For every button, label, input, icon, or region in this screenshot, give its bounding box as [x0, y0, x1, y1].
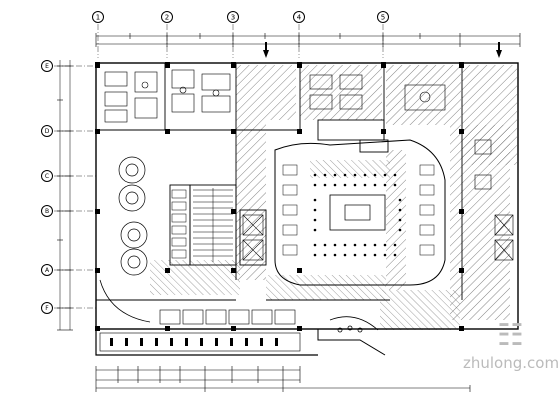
vip-furniture	[309, 74, 492, 190]
grid-label: 2	[165, 14, 169, 22]
row-grid-left: E D C B A F	[41, 60, 53, 314]
grid-bubble: F	[41, 302, 53, 314]
lounge-furniture	[104, 69, 231, 123]
grid-bubble: 1	[92, 11, 104, 23]
ballroom	[274, 139, 446, 286]
grid-label: B	[45, 208, 49, 215]
grid-bubble: 2	[161, 11, 173, 23]
column-grid-top: 1 2 3 4 5	[92, 11, 389, 23]
grid-bubble: D	[41, 125, 53, 137]
grid-bubble: A	[41, 264, 53, 276]
grid-bubble: E	[41, 60, 53, 72]
grid-label: F	[45, 305, 49, 312]
grid-label: 4	[297, 14, 302, 22]
grid-bubble: B	[41, 205, 53, 217]
grid-label: E	[45, 63, 49, 70]
grid-label: C	[45, 173, 49, 180]
grid-label: A	[45, 267, 50, 274]
booth-seating	[171, 189, 187, 259]
grid-label: 3	[231, 14, 235, 22]
structural-columns	[95, 62, 464, 331]
grid-bubble: 4	[293, 11, 305, 23]
staircase	[193, 188, 233, 262]
elevator-shafts	[242, 214, 514, 261]
outer-walls	[95, 62, 519, 356]
grid-label: 5	[381, 14, 385, 22]
grid-label: D	[45, 128, 50, 135]
grid-label: 1	[96, 14, 100, 22]
grid-bubble: C	[41, 170, 53, 182]
interior-walls	[96, 63, 463, 301]
entrance-arrows	[263, 42, 502, 58]
lobby-curve	[99, 279, 379, 333]
bench-seats	[110, 338, 278, 346]
hatched-zones	[150, 65, 517, 330]
grid-bubble: 5	[377, 11, 389, 23]
round-tables	[118, 156, 148, 276]
grid-bubble: 3	[227, 11, 239, 23]
dimension-ticks	[57, 33, 521, 392]
shopfront-row	[99, 309, 301, 352]
ballroom-seats	[313, 173, 402, 257]
ballroom-side-booths	[282, 164, 435, 256]
